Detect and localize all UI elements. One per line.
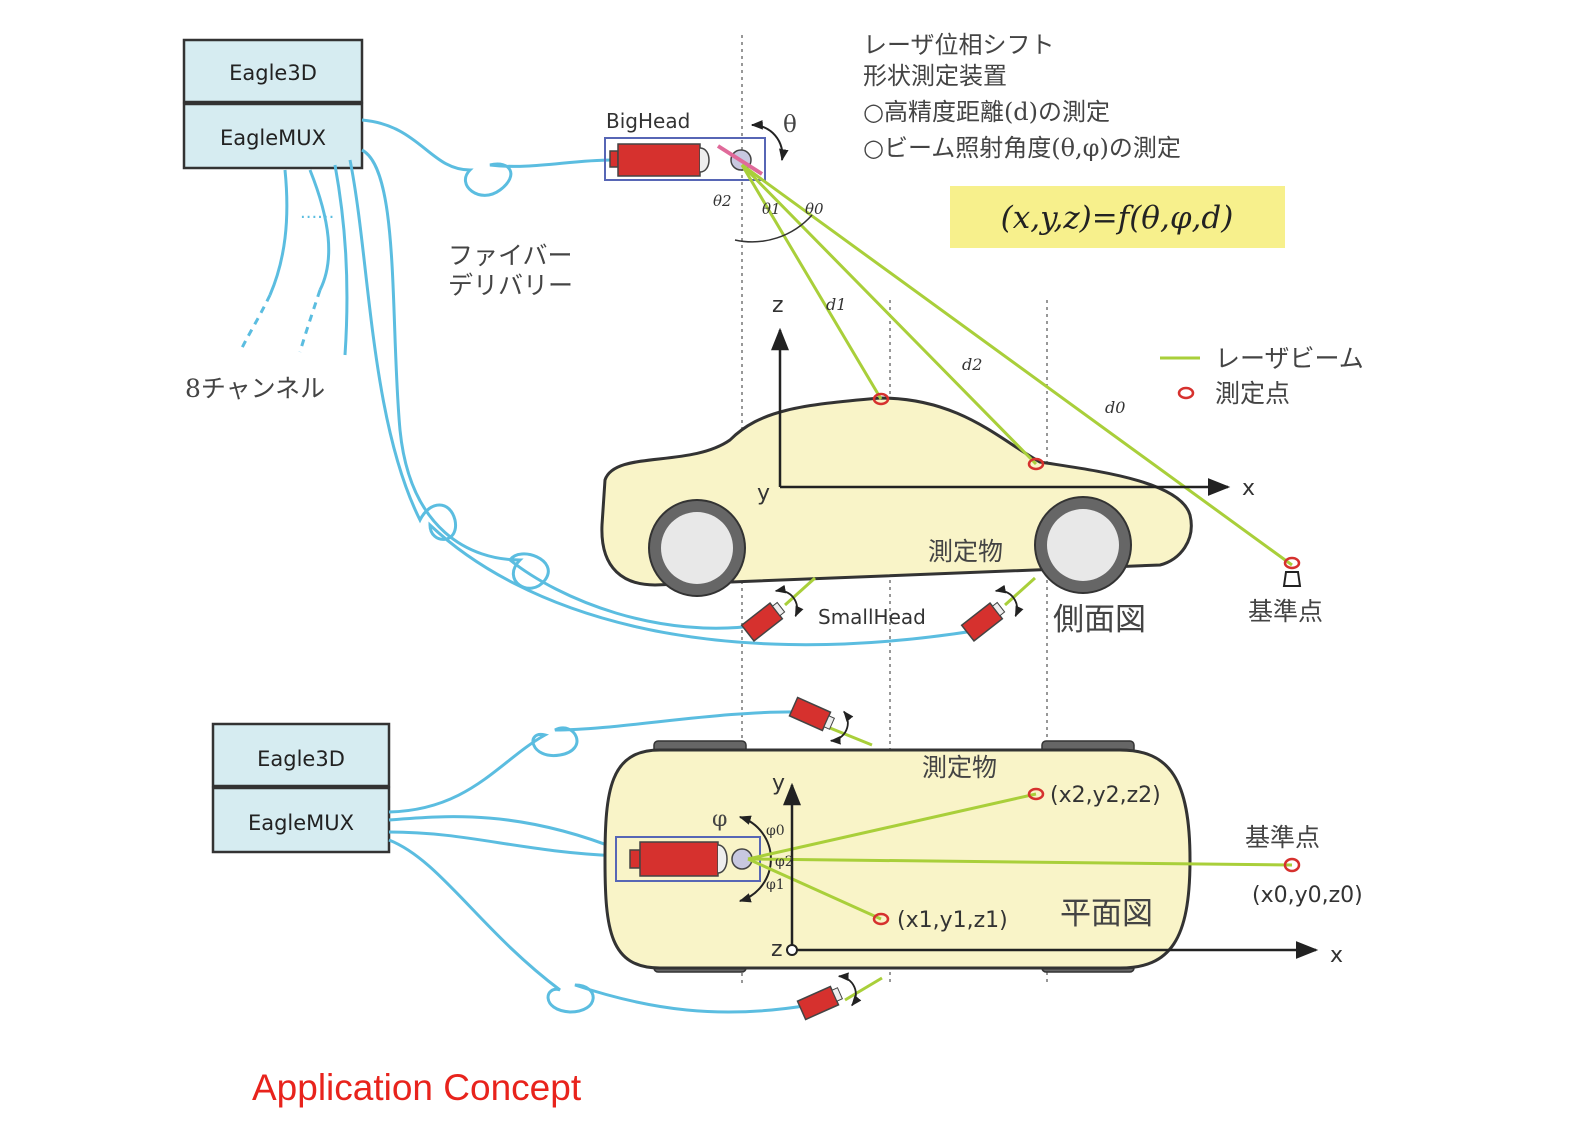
legend-point-label: 測定点 — [1215, 379, 1290, 408]
legend-beam-label: レーザビーム — [1215, 344, 1364, 373]
top-view-axes — [783, 782, 1319, 959]
theta-arc — [734, 214, 813, 243]
theta2-label: θ2 — [713, 192, 732, 210]
phi2-label: φ2 — [775, 854, 794, 870]
formula-box — [950, 186, 1285, 248]
side-point-2 — [1027, 457, 1045, 471]
device-desc-1: レーザ位相シフト — [863, 31, 1055, 59]
small-head-label: SmallHead — [818, 605, 926, 629]
side-reference-point — [1283, 556, 1301, 570]
side-axis-x: x — [1242, 476, 1255, 501]
big-head — [604, 120, 789, 181]
top-axis-y: y — [772, 771, 785, 796]
top-controller: Eagle3D EagleMUX — [182, 38, 364, 170]
top-reference-label: 基準点 — [1245, 823, 1320, 852]
formula: (x,y,z)=f(θ,φ,d) — [1001, 200, 1234, 236]
top-view-car — [603, 740, 1192, 973]
side-object-label: 測定物 — [928, 537, 1003, 566]
theta1-label: θ1 — [762, 200, 781, 218]
phi0-label: φ0 — [766, 823, 785, 839]
small-head-top-upper — [788, 696, 854, 745]
top-point-2 — [1027, 787, 1045, 801]
small-head-top-lower — [796, 972, 862, 1021]
small-head-left — [740, 584, 804, 643]
eagle3d-label-bottom: Eagle3D — [257, 747, 345, 771]
side-view-label: 側面図 — [1053, 602, 1146, 638]
fiber-label-2: デリバリー — [448, 271, 573, 300]
legend: レーザビーム 測定点 — [1160, 344, 1364, 408]
side-view-axes — [771, 327, 1231, 496]
point0-coords: (x0,y0,z0) — [1252, 883, 1363, 908]
d2-label: d2 — [962, 355, 982, 374]
d1-label: d1 — [826, 295, 846, 314]
side-axis-y: y — [757, 481, 770, 506]
fiber-dots: ...... — [300, 202, 334, 223]
eaglemux-label-bottom: EagleMUX — [248, 811, 354, 835]
side-point-1 — [872, 392, 890, 406]
fiber-label-1: ファイバー — [448, 241, 573, 270]
d0-label: d0 — [1105, 398, 1125, 417]
point1-coords: (x1,y1,z1) — [897, 908, 1008, 933]
theta0-label: θ0 — [805, 200, 824, 218]
theta-label: θ — [783, 112, 797, 138]
point2-coords: (x2,y2,z2) — [1050, 783, 1161, 808]
caption: Application Concept — [252, 1067, 582, 1108]
side-reference-label: 基準点 — [1248, 597, 1323, 626]
side-axis-z: z — [772, 293, 784, 318]
top-point-1 — [872, 912, 890, 926]
top-reference-point — [1283, 857, 1301, 873]
device-desc-2: 形状測定装置 — [863, 62, 1007, 90]
eagle3d-label: Eagle3D — [229, 61, 317, 85]
top-axis-z: z — [771, 937, 783, 962]
top-fibers: ...... — [238, 118, 981, 647]
device-desc-3: ○高精度距離(d)の測定 — [863, 98, 1110, 126]
small-head-right — [960, 584, 1024, 643]
phi1-label: φ1 — [766, 877, 785, 893]
big-head-label: BigHead — [606, 109, 690, 133]
side-view-beams — [740, 163, 1293, 607]
device-desc-4: ○ビーム照射角度(θ,φ)の測定 — [863, 134, 1181, 162]
legend-point-swatch — [1177, 386, 1195, 400]
channels-label: 8チャンネル — [185, 374, 325, 403]
bottom-controller: Eagle3D EagleMUX — [211, 722, 391, 854]
eaglemux-label: EagleMUX — [220, 126, 326, 150]
phi-label: φ — [712, 807, 727, 832]
top-object-label: 測定物 — [922, 753, 997, 782]
side-reference-marker — [1282, 571, 1302, 587]
side-view-car — [600, 396, 1193, 597]
bottom-fibers — [388, 710, 811, 1014]
top-view-label: 平面図 — [1060, 896, 1153, 932]
top-axis-x: x — [1330, 943, 1343, 968]
